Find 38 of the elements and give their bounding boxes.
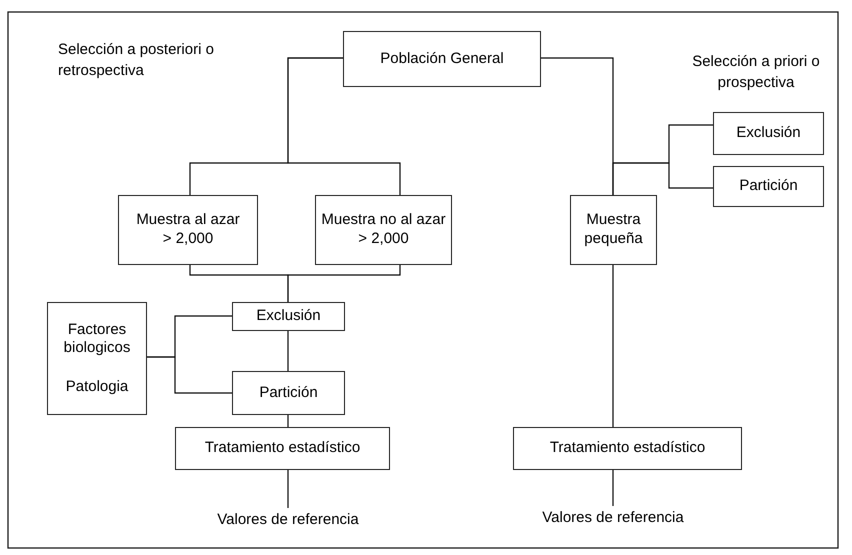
- box-text: Tratamiento estadístico: [204, 439, 360, 458]
- selection-note: Selección a posteriori o retrospectiva: [58, 40, 215, 81]
- box-text: Muestra pequeña: [583, 211, 644, 249]
- box-text: Exclusión: [256, 307, 321, 326]
- connector-line: [612, 265, 614, 427]
- box-text: > 2,000: [358, 230, 409, 249]
- process-box: [570, 195, 657, 265]
- box-text: Población General: [380, 50, 504, 68]
- connector-line: [287, 265, 401, 302]
- box-text: Muestra al azar: [136, 211, 240, 230]
- connector-line: [287, 470, 289, 508]
- process-box: [175, 427, 390, 470]
- connector-line: [287, 57, 401, 195]
- process-box: [343, 31, 541, 87]
- connector-line: [612, 470, 614, 506]
- connector-line: [612, 162, 713, 195]
- connector-line: [147, 356, 232, 394]
- connector-line: [287, 331, 289, 371]
- box-text: Valores de referencia: [542, 508, 684, 528]
- box-text: Muestra no al azar: [321, 211, 446, 230]
- box-text: Exclusión: [736, 124, 801, 143]
- box-text: Patologia: [66, 378, 128, 396]
- process-box: [232, 371, 345, 415]
- box-text: Partición: [259, 384, 318, 402]
- box-text: Partición: [739, 177, 798, 196]
- process-box: [713, 166, 824, 207]
- box-text: Tratamiento estadístico: [550, 439, 706, 458]
- process-box: [713, 112, 824, 155]
- process-box: [513, 427, 742, 470]
- process-box: [315, 195, 452, 265]
- connector-line: [287, 415, 289, 427]
- box-text: Factores biologicos: [62, 320, 132, 358]
- process-box: [232, 302, 345, 331]
- box-text: Valores de referencia: [217, 510, 359, 530]
- selection-note: Selección a priori o prospectiva: [691, 52, 821, 93]
- process-box: [118, 195, 258, 265]
- box-text: > 2,000: [162, 230, 214, 249]
- process-box: [47, 302, 147, 415]
